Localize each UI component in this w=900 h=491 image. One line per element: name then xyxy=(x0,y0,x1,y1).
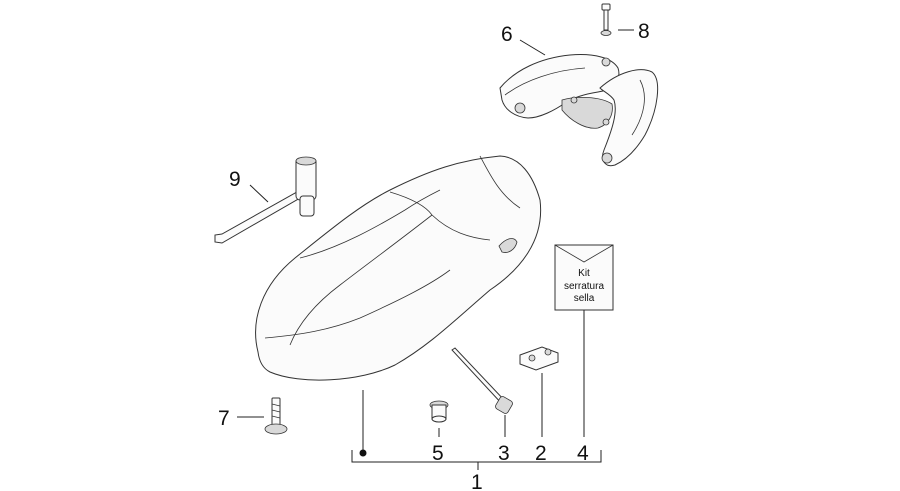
latch-plate-part xyxy=(519,346,559,371)
screw-part xyxy=(264,397,288,435)
kit-bag-line-2: serratura xyxy=(564,281,604,292)
leader-lines xyxy=(237,29,634,470)
grommet-part xyxy=(429,400,449,423)
kit-bag-part: Kit serratura sella xyxy=(554,244,614,311)
wrench-tool-part xyxy=(214,156,317,244)
callout-4: 4 xyxy=(577,442,589,465)
bolt-part xyxy=(600,3,612,36)
cable-part xyxy=(451,347,513,414)
kit-bag-line-3: sella xyxy=(574,293,595,304)
callout-6: 6 xyxy=(501,23,513,46)
leader-dot-icon xyxy=(359,449,367,457)
callout-5: 5 xyxy=(432,442,444,465)
callout-2: 2 xyxy=(535,442,547,465)
callout-9: 9 xyxy=(229,168,241,191)
callout-7: 7 xyxy=(218,407,230,430)
seat-part xyxy=(255,155,542,381)
callout-3: 3 xyxy=(498,442,510,465)
callout-1: 1 xyxy=(471,471,483,491)
callout-8: 8 xyxy=(638,20,650,43)
kit-bag-line-1: Kit xyxy=(578,268,590,279)
grab-rail-part xyxy=(499,54,659,167)
callout-numbers: 6 8 9 7 5 3 2 4 1 xyxy=(218,20,650,491)
